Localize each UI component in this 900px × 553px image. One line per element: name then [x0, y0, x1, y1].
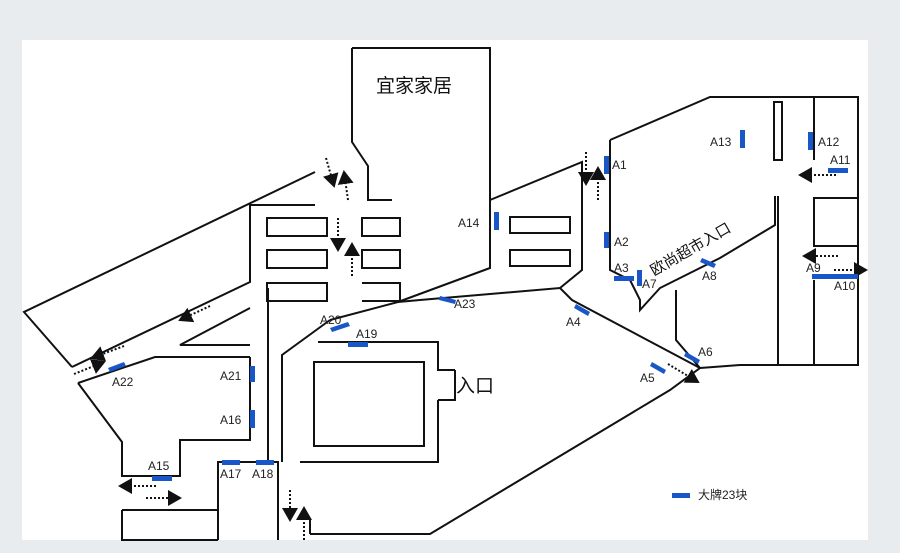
sign-label-a23: A23	[454, 297, 476, 311]
sign-label-a1: A1	[612, 158, 627, 172]
arrow-left-icon	[90, 345, 125, 362]
sign-label-a2: A2	[614, 235, 629, 249]
sign-label-a12: A12	[818, 135, 840, 149]
sign-label-a3: A3	[614, 261, 629, 275]
sign-label-a20: A20	[320, 313, 342, 327]
sign-label-a8: A8	[702, 269, 717, 283]
legend-label: 大牌23块	[698, 488, 747, 502]
sign-label-a4: A4	[566, 315, 581, 329]
sign-label-a22: A22	[112, 375, 134, 389]
sign-label-a18: A18	[252, 467, 274, 481]
ikea-title: 宜家家居	[376, 75, 452, 97]
mall-outline	[310, 286, 702, 535]
arrow-up-icon	[337, 170, 354, 201]
left-diagonal-block	[22, 171, 316, 368]
supermarket-entrance-label: 欧尚超市入口	[647, 219, 734, 280]
inner-square	[313, 361, 425, 447]
sign-label-a21: A21	[220, 369, 242, 383]
sign-label-a15: A15	[148, 459, 170, 473]
walls	[22, 47, 859, 541]
sign-label-a11: A11	[830, 153, 851, 167]
entrance-label: 入口	[456, 375, 494, 397]
flow-arrows	[73, 152, 868, 540]
sign-label-a16: A16	[220, 413, 242, 427]
sign-label-a10: A10	[834, 279, 856, 293]
map-paper	[22, 40, 868, 540]
sign-label-a9: A9	[806, 261, 821, 275]
arrow-right-icon	[667, 363, 700, 384]
sign-label-a13: A13	[710, 135, 732, 149]
sign-label-a6: A6	[698, 345, 713, 359]
ikea-building	[352, 47, 491, 303]
sign-label-a17: A17	[220, 467, 242, 481]
a17-a18-box	[217, 461, 279, 540]
sign-bars	[108, 130, 858, 498]
arrow-left-icon	[178, 305, 211, 323]
arrow-down-icon	[323, 157, 339, 188]
sign-labels: A1 A2 A3 A4 A5 A6 A7 A8 A9 A10 A11 A12 A…	[112, 135, 856, 481]
arrow-right-icon	[73, 359, 106, 375]
sign-label-a5: A5	[640, 371, 655, 385]
sign-label-a14: A14	[458, 216, 480, 230]
left-lower-block	[77, 356, 250, 384]
sign-label-a19: A19	[356, 327, 378, 341]
sign-label-a7: A7	[642, 277, 657, 291]
legend-swatch	[672, 493, 690, 498]
